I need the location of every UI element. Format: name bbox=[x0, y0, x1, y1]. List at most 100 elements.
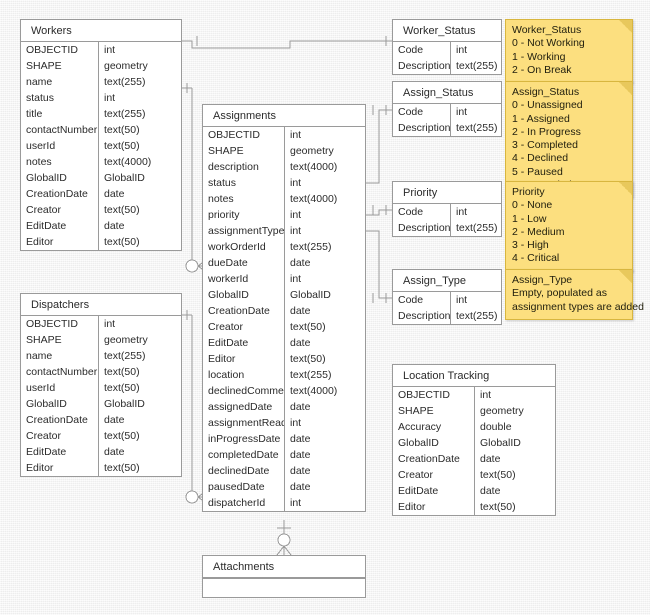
note-title: Worker_Status bbox=[512, 24, 582, 36]
field-name: assignedDate bbox=[203, 399, 285, 415]
field-name: status bbox=[21, 90, 99, 106]
field-name: Editor bbox=[393, 499, 475, 515]
field-name: userId bbox=[21, 380, 99, 396]
field-type: text(255) bbox=[104, 350, 146, 362]
field-type: date bbox=[104, 220, 125, 232]
field-name: Editor bbox=[21, 460, 99, 476]
field-name: description bbox=[203, 159, 285, 175]
entity-title: Worker_Status bbox=[393, 20, 501, 42]
field-type: text(50) bbox=[104, 430, 140, 442]
field-name: Editor bbox=[21, 234, 99, 250]
field-name: priority bbox=[203, 207, 285, 223]
entity-attachments[interactable]: Attachments bbox=[202, 555, 366, 598]
field-name: Code bbox=[393, 292, 451, 308]
field-name: dueDate bbox=[203, 255, 285, 271]
field-type: text(50) bbox=[104, 124, 140, 136]
entity-title: Priority bbox=[393, 182, 501, 204]
field-name: Creator bbox=[393, 467, 475, 483]
field-name: OBJECTID bbox=[21, 42, 99, 58]
field-type: date bbox=[290, 305, 311, 317]
field-type: date bbox=[480, 453, 501, 465]
entity-empty-body bbox=[203, 578, 365, 597]
